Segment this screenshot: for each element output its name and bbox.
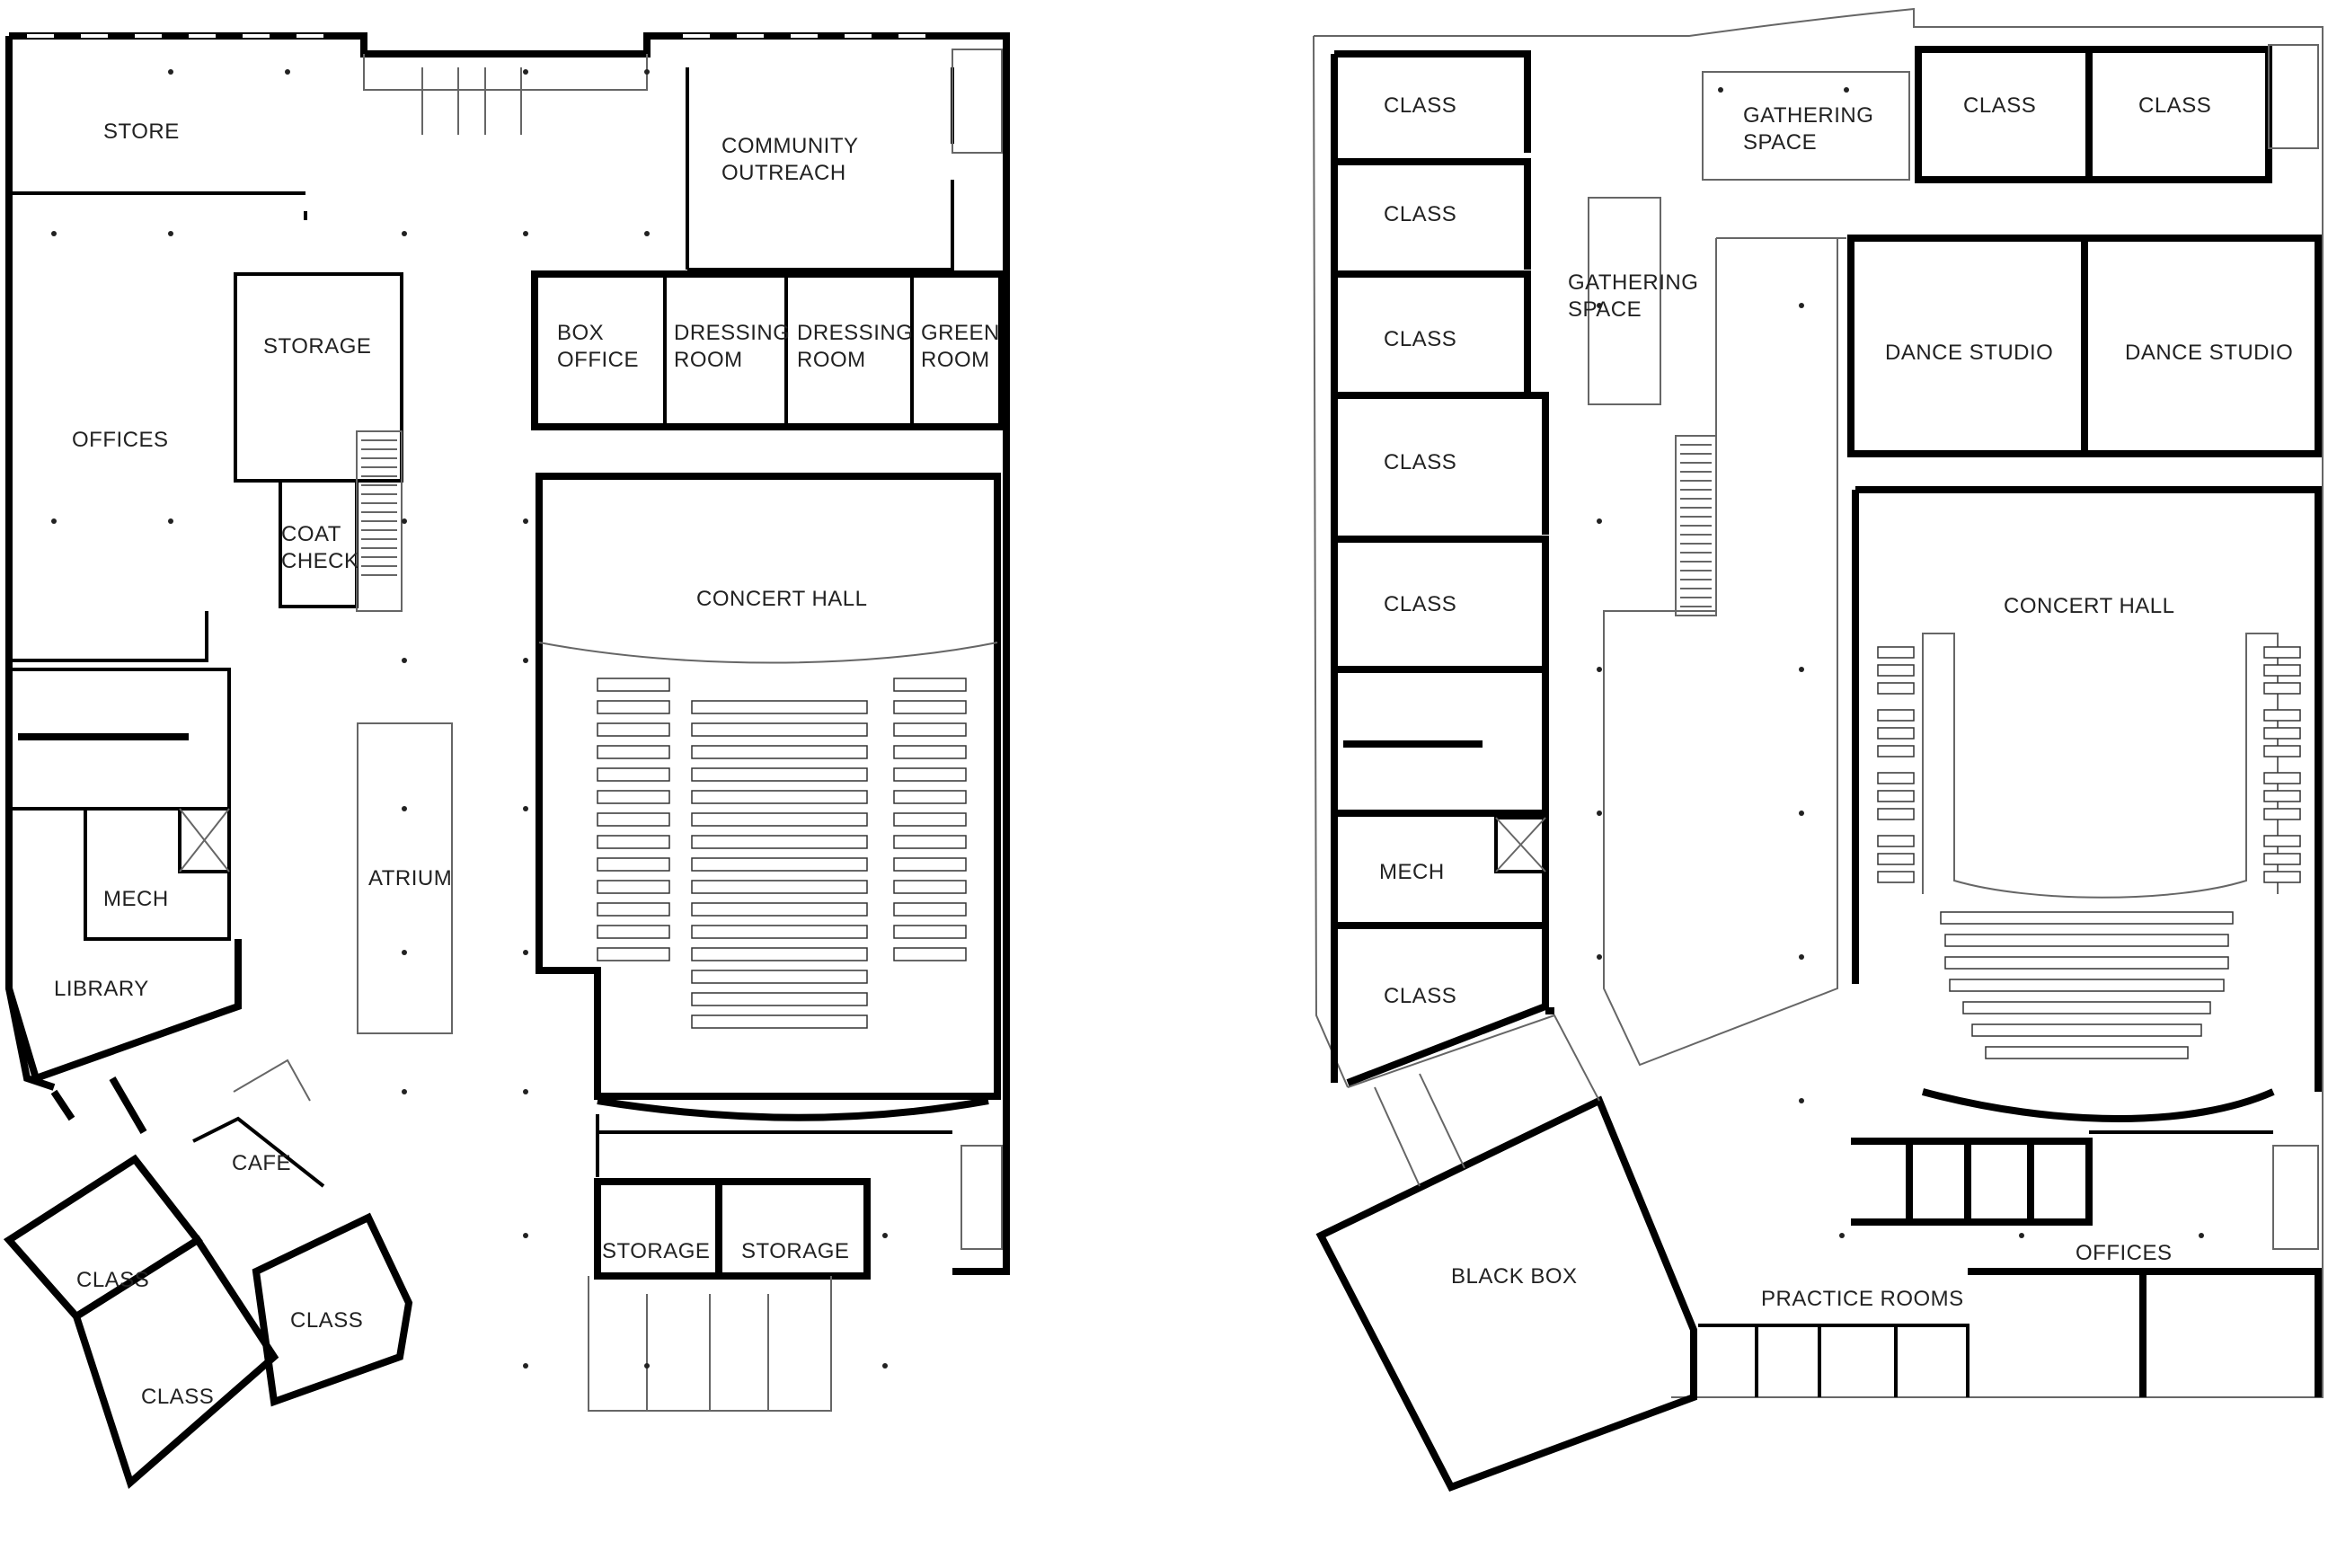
practice-rooms-label: PRACTICE ROOMS	[1761, 1287, 1964, 1311]
gathering-space-1-label-1: GATHERING	[1743, 103, 1873, 128]
box-office-label-2: OFFICE	[557, 348, 639, 372]
mech-label-ground: MECH	[103, 887, 169, 911]
class-label-upper-3: CLASS	[1384, 327, 1456, 351]
class-top-label-1: CLASS	[1963, 93, 2036, 118]
class-label-upper-5: CLASS	[1384, 592, 1456, 616]
atrium-label: ATRIUM	[368, 866, 452, 890]
gathering-space-1-label-2: SPACE	[1743, 130, 1817, 155]
box-office-label-1: BOX	[557, 321, 604, 345]
community-outreach-label-1: COMMUNITY	[721, 134, 858, 158]
dance-studio-label-2: DANCE STUDIO	[2125, 341, 2293, 365]
dance-studio-label-1: DANCE STUDIO	[1885, 341, 2053, 365]
class-label-upper-6: CLASS	[1384, 984, 1456, 1008]
class-label-upper-1: CLASS	[1384, 93, 1456, 118]
class-label-ground-2: CLASS	[290, 1308, 363, 1333]
green-room-label-2: ROOM	[921, 348, 990, 372]
ground-concert-hall-seating	[597, 678, 967, 1029]
coat-check-label-2: CHECK	[281, 549, 359, 573]
offices-label: OFFICES	[72, 428, 169, 452]
upper-concert-hall-seating	[1877, 646, 2301, 1059]
class-label-ground-3: CLASS	[141, 1385, 214, 1409]
gathering-space-2-label-1: GATHERING	[1568, 270, 1698, 295]
dressing-room-2-label-1: DRESSING	[797, 321, 913, 345]
class-label-ground-1: CLASS	[76, 1268, 149, 1292]
storage-label-top: STORAGE	[263, 334, 371, 359]
storage-label-bottom-1: STORAGE	[602, 1239, 710, 1263]
upper-floor-plan: CLASS CLASS CLASS CLASS CLASS CLASS CLAS…	[1313, 7, 2324, 1492]
dressing-room-2-label-2: ROOM	[797, 348, 866, 372]
community-outreach-label-2: OUTREACH	[721, 161, 846, 185]
coat-check-label-1: COAT	[281, 522, 341, 546]
gathering-space-2-label-2: SPACE	[1568, 297, 1642, 322]
class-top-label-2: CLASS	[2138, 93, 2211, 118]
dressing-room-1-label-2: ROOM	[674, 348, 743, 372]
cafe-label: CAFE	[232, 1151, 291, 1175]
store-label: STORE	[103, 120, 180, 144]
black-box-label: BLACK BOX	[1451, 1264, 1578, 1289]
class-label-upper-4: CLASS	[1384, 450, 1456, 474]
library-label: LIBRARY	[54, 977, 149, 1001]
mech-label-upper: MECH	[1379, 860, 1445, 884]
storage-label-bottom-2: STORAGE	[741, 1239, 849, 1263]
dressing-room-1-label-1: DRESSING	[674, 321, 790, 345]
ground-floor-plan: STORE COMMUNITY OUTREACH OFFICES STORAGE…	[3, 32, 1010, 1490]
offices-label-upper: OFFICES	[2076, 1241, 2173, 1265]
concert-hall-label-upper: CONCERT HALL	[2004, 594, 2175, 618]
green-room-label-1: GREEN	[921, 321, 1000, 345]
concert-hall-label-ground: CONCERT HALL	[696, 587, 868, 611]
class-label-upper-2: CLASS	[1384, 202, 1456, 226]
